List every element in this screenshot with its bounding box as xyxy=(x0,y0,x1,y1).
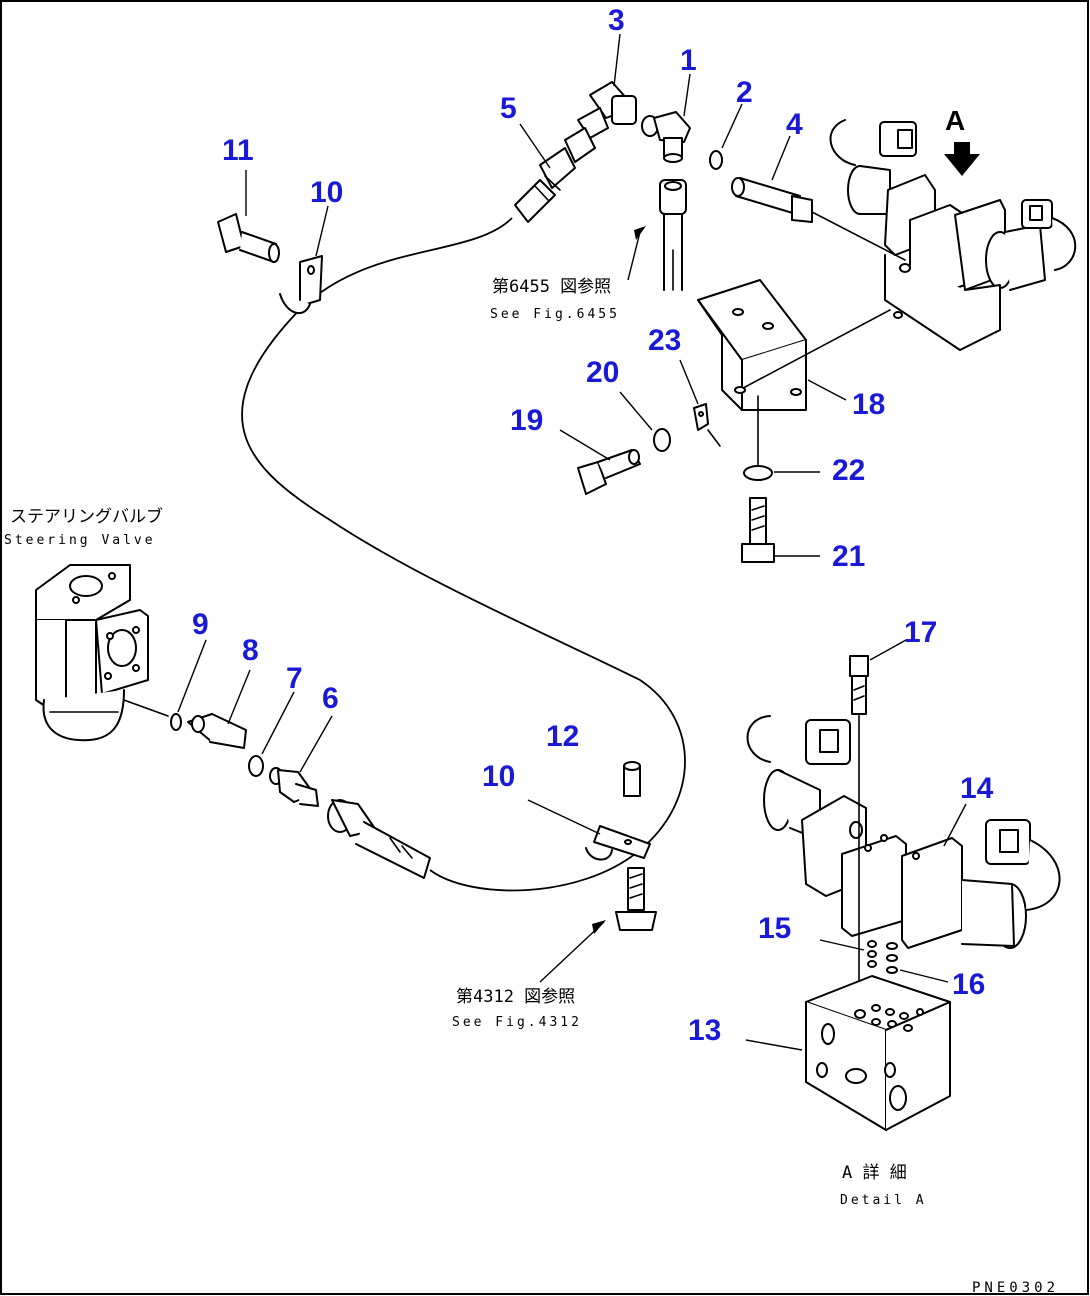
callout-13: 13 xyxy=(688,1014,721,1047)
part-13-manifold-block xyxy=(805,975,951,1131)
part-11-bolt xyxy=(217,213,280,263)
callout-7: 7 xyxy=(286,662,303,695)
part-20-washer xyxy=(653,428,671,452)
part-10-clamp-bottom xyxy=(585,825,651,861)
callout-6: 6 xyxy=(322,682,339,715)
callout-14: 14 xyxy=(960,772,994,805)
part-16-o-rings xyxy=(886,942,898,974)
callout-4: 4 xyxy=(786,108,803,141)
drawing-code: PNE0302 xyxy=(972,1280,1059,1296)
solenoid-valve-top xyxy=(829,119,1077,351)
part-8-adapter xyxy=(187,713,247,749)
reference-arrow-4312 xyxy=(592,920,606,934)
callout-19: 19 xyxy=(510,404,543,437)
callout-numbers: 1 2 3 4 5 6 7 8 9 10 10 11 12 13 14 15 1… xyxy=(192,4,994,1047)
part-6-fitting xyxy=(269,767,319,807)
callout-1: 1 xyxy=(680,44,697,77)
part-14-solenoid-valve-detail xyxy=(746,715,1061,949)
part-1-tee-fitting xyxy=(641,111,691,163)
part-23-clip xyxy=(693,403,721,447)
callout-20: 20 xyxy=(586,356,619,389)
part-10-clamp-top xyxy=(279,255,323,315)
part-17-bolt xyxy=(849,655,869,1011)
steering-valve xyxy=(35,564,169,742)
reference-arrow-6455 xyxy=(634,226,646,240)
part-12-spacer xyxy=(623,761,641,797)
callout-9: 9 xyxy=(192,608,209,641)
callout-23: 23 xyxy=(648,324,681,357)
steering-valve-label-en: Steering Valve xyxy=(4,533,156,548)
part-19-bolt xyxy=(577,449,641,495)
callout-12: 12 xyxy=(546,720,579,753)
part-9-o-ring xyxy=(170,713,182,731)
part-2-o-ring xyxy=(709,150,723,170)
part-21-bolt xyxy=(741,497,775,563)
callout-16: 16 xyxy=(952,968,985,1001)
pipe-see-fig-6455 xyxy=(659,179,687,291)
reference-fig6455-en: See Fig.6455 xyxy=(490,307,620,322)
part-18-bracket xyxy=(697,279,891,466)
part-15-o-rings xyxy=(867,940,877,968)
callout-17: 17 xyxy=(904,616,937,649)
callout-8: 8 xyxy=(242,634,259,667)
callout-21: 21 xyxy=(832,540,865,573)
hose-end-lower xyxy=(327,799,431,879)
callout-22: 22 xyxy=(832,454,865,487)
callout-10-top: 10 xyxy=(310,176,343,209)
callout-2: 2 xyxy=(736,76,753,109)
steering-valve-label-jp: ステアリングバルブ xyxy=(10,506,163,527)
callout-15: 15 xyxy=(758,912,791,945)
callout-18: 18 xyxy=(852,388,885,421)
reference-fig4312-en: See Fig.4312 xyxy=(452,1015,582,1030)
callout-11: 11 xyxy=(222,134,254,167)
reference-fig6455-jp: 第6455 図参照 xyxy=(492,277,611,297)
part-7-o-ring xyxy=(248,755,264,777)
callout-3: 3 xyxy=(608,4,625,37)
view-a-label: A xyxy=(945,105,965,136)
callout-5: 5 xyxy=(500,92,517,125)
leader-lines xyxy=(177,33,967,1051)
detail-a-label-jp: A 詳 細 xyxy=(842,1163,907,1183)
part-5-hose-fitting xyxy=(514,127,596,223)
bolt-see-fig-4312 xyxy=(615,867,657,931)
view-a-arrow: A xyxy=(944,105,980,176)
reference-fig4312-jp: 第4312 図参照 xyxy=(456,987,575,1007)
part-22-washer xyxy=(743,465,773,481)
part-4-connector-pipe xyxy=(731,177,906,261)
callout-10-bottom: 10 xyxy=(482,760,515,793)
detail-a-label-en: Detail A xyxy=(840,1193,927,1208)
